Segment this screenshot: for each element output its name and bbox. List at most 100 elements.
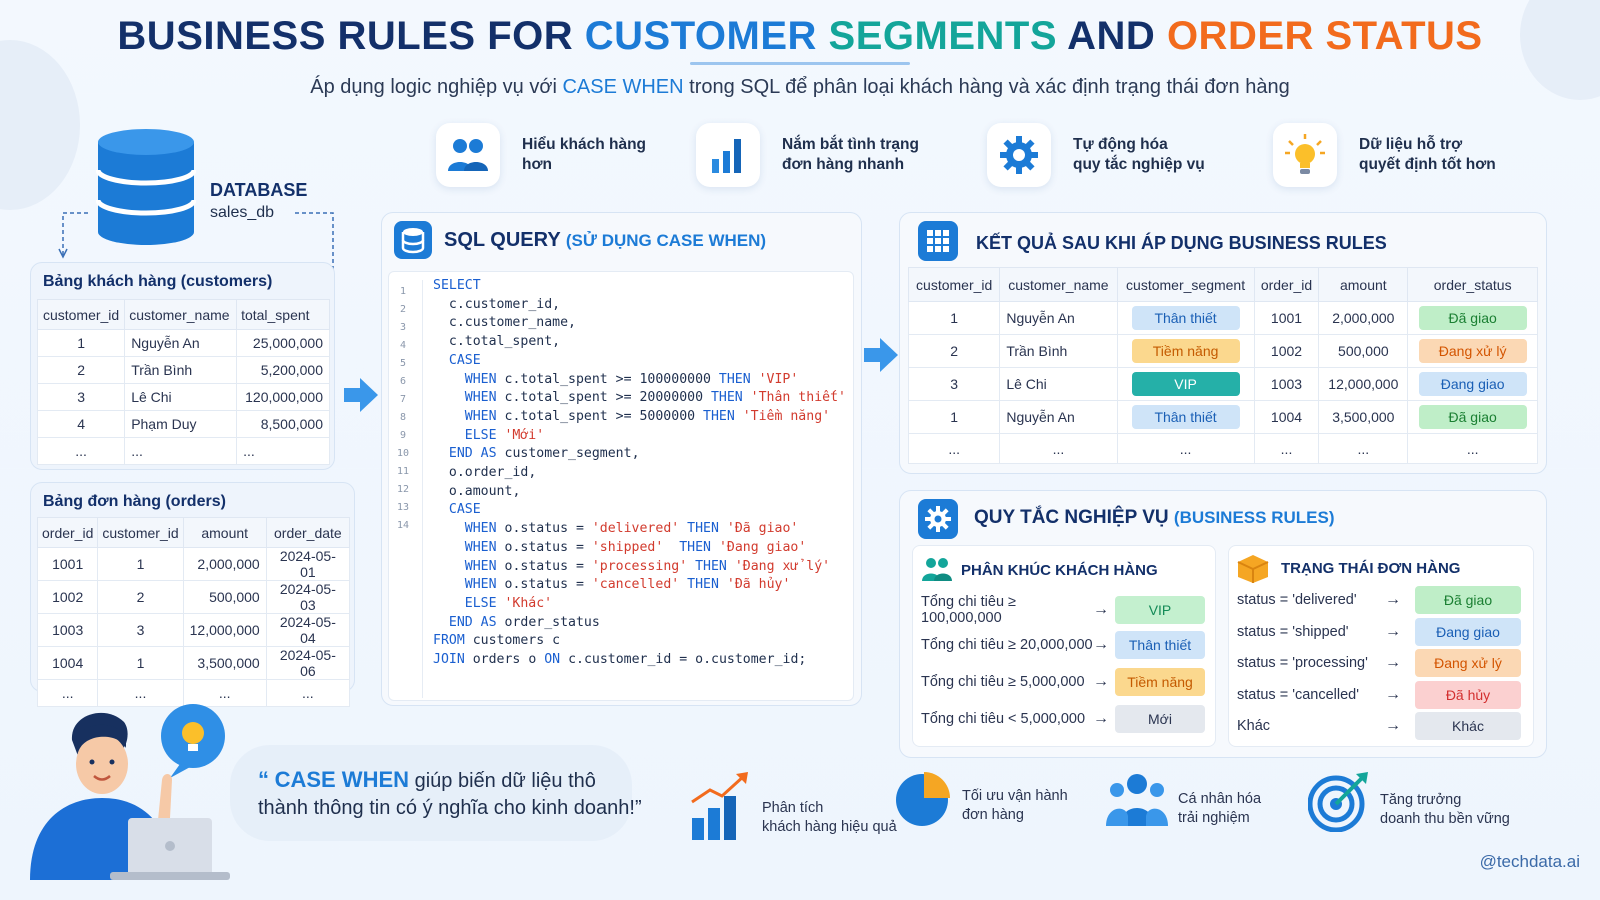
database-label: DATABASE <box>210 180 308 200</box>
arrow-icon: → <box>1385 622 1401 640</box>
quote-bubble <box>230 745 632 841</box>
status-badge: Đã giao <box>1418 306 1527 330</box>
table-cell: ... <box>36 679 99 707</box>
status-badge: Khác <box>1415 712 1521 740</box>
status-badge: Đang xử lý <box>1418 339 1527 363</box>
rule-row: status = 'delivered'→Đã giao <box>1237 586 1521 614</box>
table-cell: 4 <box>36 410 126 438</box>
customers-table-panel: Bảng khách hàng (customers) customer_id … <box>30 262 335 470</box>
table-cell: 1 <box>97 646 184 680</box>
connector-lines <box>58 212 334 385</box>
code-line: c.customer_id, <box>448 296 561 312</box>
table-cell: 12,000,000 <box>182 613 267 647</box>
lightbulb-icon <box>1273 123 1337 187</box>
column-header: order_status <box>1407 267 1538 302</box>
status-badge: Đang giao <box>1415 617 1521 646</box>
benefit-text: trải nghiệm <box>1178 810 1250 826</box>
rule-condition: Tổng chi tiêu < 5,000,000 <box>921 711 1086 727</box>
code-line: WHEN o.status = 'delivered' THEN 'Đã gia… <box>464 521 799 537</box>
table-cell: Đang xử lý <box>1407 334 1538 368</box>
table-cell: 3 <box>907 367 1001 401</box>
status-badge: Đang xử lý <box>1415 649 1521 677</box>
title-part: CUSTOMER <box>584 14 829 58</box>
rule-row: Tổng chi tiêu ≥ 20,000,000→Thân thiết <box>921 631 1205 659</box>
quote-line: thành thông tin có ý nghĩa cho kinh doan… <box>258 797 642 819</box>
rule-row: status = 'shipped' → Đang giao <box>1237 617 1521 646</box>
database-icon <box>95 128 197 251</box>
table-cell: Phạm Duy <box>124 410 238 438</box>
table-cell: 2 <box>36 356 126 384</box>
code-line: WHEN c.total_spent >= 20000000 THEN 'Thâ… <box>464 390 846 406</box>
quote-line: giúp biến dữ liệu thô <box>409 770 596 792</box>
database-name: sales_db <box>210 204 275 221</box>
column-header: customer_id <box>97 517 184 548</box>
code-line: o.amount, <box>448 483 521 499</box>
table-cell: ... <box>97 679 184 707</box>
table-cell: 1 <box>907 400 1001 434</box>
benefit-text: Phân tích <box>762 800 824 816</box>
rule-row: Khác→Khác <box>1237 712 1521 740</box>
rule-condition: status = 'shipped' <box>1237 623 1349 640</box>
status-badge: VIP <box>1115 596 1205 624</box>
flow-arrow-icon <box>344 378 378 412</box>
feature-text: hơn <box>522 156 552 173</box>
table-cell: 1003 <box>1253 367 1320 401</box>
line-number-gutter: 1 2 3 4 5 6 7 8 9 10 11 12 13 14 <box>389 280 423 698</box>
developer-illustration <box>30 704 230 880</box>
code-line: ELSE 'Mới' <box>464 427 545 443</box>
line-number: 14 <box>396 520 410 531</box>
feature-text: Nắm bắt tình trạng <box>782 136 919 153</box>
title-divider <box>690 62 910 65</box>
rule-row: Tổng chi tiêu < 5,000,000→Mới <box>921 705 1205 733</box>
column-header: amount <box>182 517 267 548</box>
results-title: KẾT QUẢ SAU KHI ÁP DỤNG BUSINESS RULES <box>976 233 1387 253</box>
sql-code-block: 1 2 3 4 5 6 7 8 9 10 11 12 13 14 SELECT … <box>388 271 854 701</box>
table-cell: 3,500,000 <box>182 646 267 680</box>
table-cell: 1 <box>907 301 1001 335</box>
feature-text: quyết định tốt hơn <box>1359 156 1496 173</box>
status-badge: Tiềm năng <box>1131 339 1240 363</box>
table-row: ......... <box>36 437 330 465</box>
table-cell: 2024-05-06 <box>265 646 351 680</box>
status-badge: Thân thiết <box>1115 631 1205 659</box>
table-cell: ... <box>124 437 238 465</box>
code-line: CASE <box>448 352 481 368</box>
orders-table-title: Bảng đơn hàng (orders) <box>43 493 226 510</box>
table-cell: Thân thiết <box>1116 301 1255 335</box>
table-cell: Đã giao <box>1407 400 1538 434</box>
rule-condition: status = 'delivered' <box>1237 592 1357 608</box>
table-cell: 2,000,000 <box>182 547 267 581</box>
benefit-text: Tối ưu vận hành <box>962 788 1068 804</box>
line-number: 13 <box>396 502 410 513</box>
table-cell: Thân thiết <box>1116 400 1255 434</box>
rule-condition: Tổng chi tiêu ≥ 100,000,000 <box>921 594 1017 626</box>
page-title: BUSINESS RULES FOR CUSTOMER SEGMENTS AND… <box>0 14 1600 59</box>
sql-query-panel: SQL QUERY (SỬ DỤNG CASE WHEN) 1 2 3 4 5 … <box>381 212 862 706</box>
code-line: WHEN o.status = 'cancelled' THEN 'Đã hủy… <box>464 577 791 593</box>
table-cell: VIP <box>1116 367 1255 401</box>
sql-title: SQL QUERY (SỬ DỤNG CASE WHEN) <box>444 229 766 252</box>
feature-text: quy tắc nghiệp vụ <box>1073 156 1205 173</box>
rules-title-suffix: (BUSINESS RULES) <box>1173 508 1335 527</box>
code-line: FROM customers c <box>433 633 561 649</box>
table-cell: 2024-05-03 <box>265 580 351 614</box>
results-table: customer_id customer_name customer_segme… <box>907 267 1538 464</box>
growth-chart-icon <box>691 772 748 840</box>
business-rules-panel: QUY TẮC NGHIỆP VỤ (BUSINESS RULES) PHÂN … <box>899 490 1547 758</box>
table-cell: ... <box>1116 433 1255 464</box>
rule-condition: Khác <box>1237 718 1271 734</box>
customers-icon <box>922 558 952 581</box>
column-header: amount <box>1318 267 1409 302</box>
line-number: 4 <box>399 340 407 351</box>
table-cell: 3 <box>36 383 126 411</box>
table-cell: 25,000,000 <box>236 329 330 357</box>
code-line: WHEN c.total_spent >= 5000000 THEN 'Tiềm… <box>464 408 831 424</box>
